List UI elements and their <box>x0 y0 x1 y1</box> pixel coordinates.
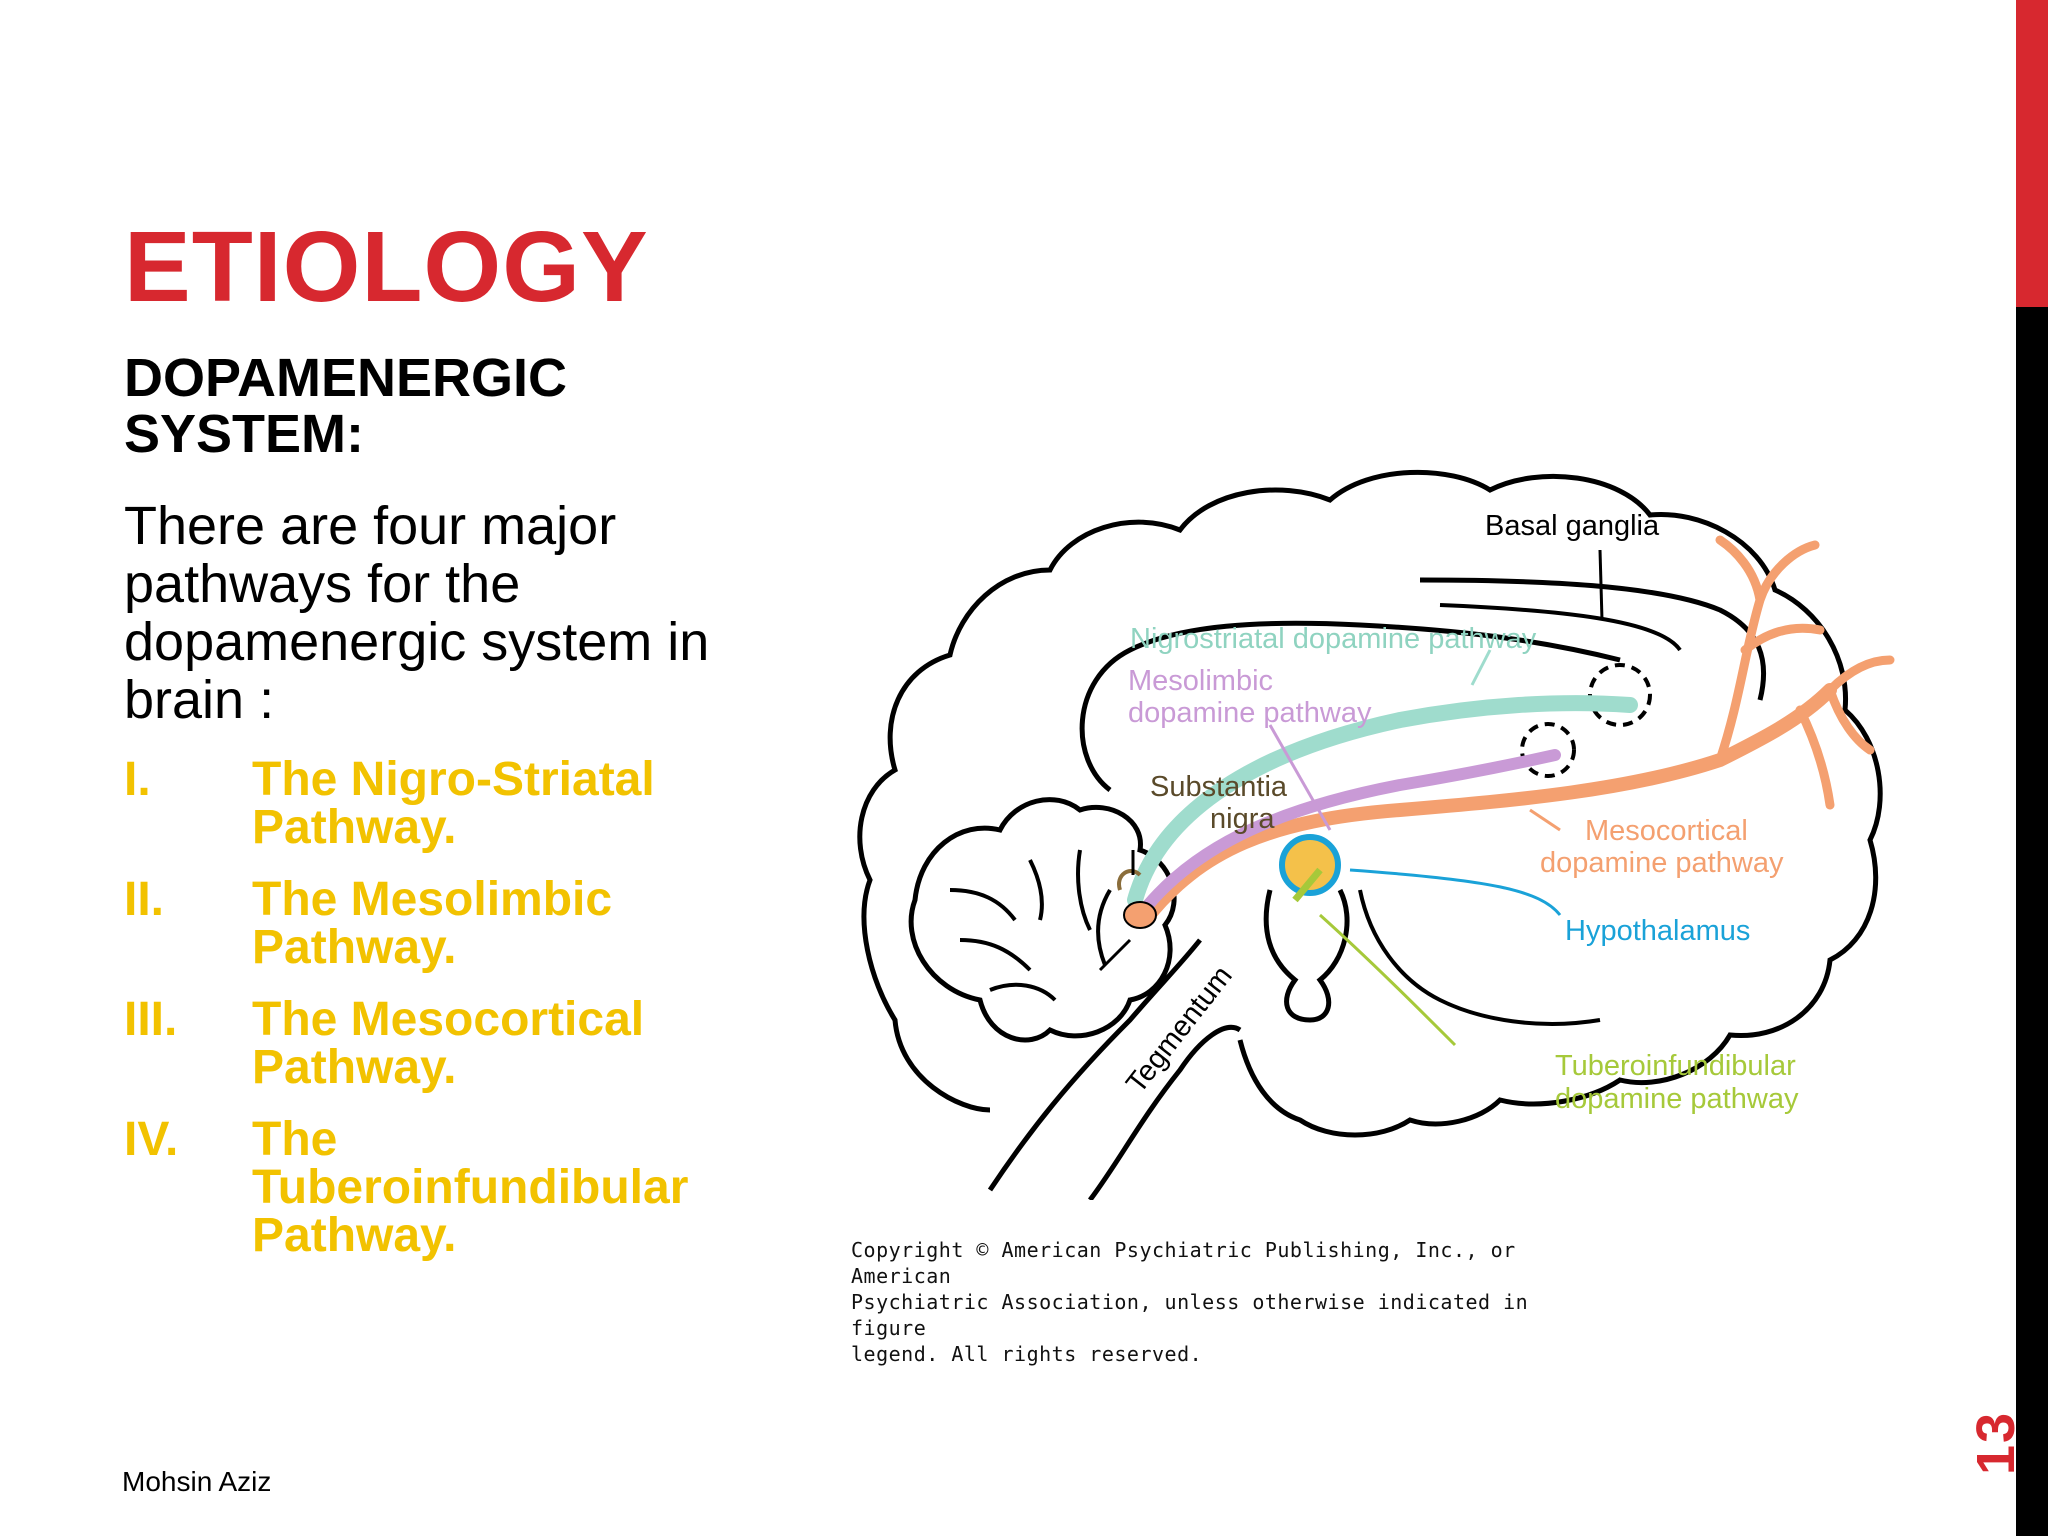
label-substantia-nigra: Substantia <box>1150 771 1288 803</box>
basal-ganglia-dashed-circle <box>1588 663 1652 727</box>
label-substantia-nigra: nigra <box>1210 803 1275 835</box>
label-tuberoinfundibular: Tuberoinfundibular <box>1555 1050 1796 1082</box>
pathway-item: III. The Mesocortical Pathway. <box>124 996 744 1092</box>
copyright-line: Psychiatric Association, unless otherwis… <box>851 1290 1529 1340</box>
mesocortical-branches <box>1715 535 1895 810</box>
brain-pathway-diagram: Basal ganglia Nigrostriatal dopamine pat… <box>840 420 1910 1200</box>
hypothalamus-leader <box>1349 868 1562 916</box>
label-hypothalamus: Hypothalamus <box>1565 915 1750 947</box>
pathway-numeral: III. <box>124 993 178 1046</box>
hypothalamus-circle <box>1279 834 1341 896</box>
pathway-item: IV. The Tuberoinfundibular Pathway. <box>124 1116 744 1260</box>
pathway-item: I. The Nigro-Striatal Pathway. <box>124 756 744 852</box>
label-mesocortical: dopamine pathway <box>1540 847 1784 879</box>
copyright-notice: Copyright © American Psychiatric Publish… <box>851 1237 1611 1367</box>
brain-midline <box>1358 889 1601 1026</box>
label-nigrostriatal: Nigrostriatal dopamine pathway <box>1130 623 1537 655</box>
tuberoinfundibular-leader <box>1318 913 1457 1047</box>
brainstem-inner <box>1087 1024 1242 1200</box>
cerebellum <box>908 797 1177 1043</box>
copyright-line: Copyright © American Psychiatric Publish… <box>851 1238 1516 1288</box>
accent-bar-red <box>2016 0 2048 307</box>
substantia-nigra-marker <box>1117 869 1142 891</box>
mesolimbic-leader <box>1268 724 1332 831</box>
cortex-inner-fold <box>1079 620 1621 792</box>
pathway-text: The Mesolimbic Pathway. <box>252 873 613 974</box>
vta-origin <box>1123 901 1157 929</box>
tegmentum-leader <box>1098 938 1132 972</box>
label-mesocortical: Mesocortical <box>1585 815 1748 847</box>
slide-title: ETIOLOGY <box>124 211 649 323</box>
pathway-text: The Nigro-Striatal Pathway. <box>252 753 655 854</box>
copyright-line: legend. All rights reserved. <box>851 1342 1203 1366</box>
label-basal-ganglia: Basal ganglia <box>1485 510 1660 542</box>
nigrostriatal-pathway <box>1127 695 1638 908</box>
brain-diagram-svg: Basal ganglia Nigrostriatal dopamine pat… <box>857 469 1895 1200</box>
brainstem <box>987 938 1202 1192</box>
label-mesolimbic: Mesolimbic <box>1128 665 1273 697</box>
pathway-numeral: I. <box>124 753 151 806</box>
cerebellum-folds <box>949 849 1112 1002</box>
slide-subtitle: DOPAMENERGIC SYSTEM: <box>124 348 568 464</box>
author-name: Mohsin Aziz <box>122 1466 272 1497</box>
infundibulum <box>1263 888 1350 1023</box>
pathway-numeral: IV. <box>124 1113 179 1166</box>
slide-number: 13 <box>1966 1410 2026 1476</box>
basal-ganglia-leader <box>1598 549 1604 621</box>
intro-text: There are four major pathways for the do… <box>124 496 710 730</box>
corpus-callosum <box>1419 577 1767 701</box>
mesocortical-pathway <box>1138 683 1837 927</box>
tuberoinfundibular-arrow <box>1292 867 1323 903</box>
pathway-numeral: II. <box>124 873 165 926</box>
cerebrum-outline <box>857 469 1883 1138</box>
pathway-item: II. The Mesolimbic Pathway. <box>124 876 744 972</box>
label-tuberoinfundibular: dopamine pathway <box>1555 1083 1799 1115</box>
mesolimbic-pathway <box>1134 749 1561 921</box>
label-mesolimbic: dopamine pathway <box>1128 697 1372 729</box>
mesocortical-leader <box>1529 808 1561 832</box>
nigrostriatal-leader <box>1470 649 1492 686</box>
pathway-list: I. The Nigro-Striatal Pathway. II. The M… <box>124 756 744 1284</box>
pathway-text: The Mesocortical Pathway. <box>252 993 645 1094</box>
accent-bar-black <box>2016 307 2048 1536</box>
pathway-text: The Tuberoinfundibular Pathway. <box>252 1113 689 1262</box>
basal-ganglia-curve <box>1439 603 1682 652</box>
basal-ganglia-dashed-circle <box>1520 722 1576 778</box>
